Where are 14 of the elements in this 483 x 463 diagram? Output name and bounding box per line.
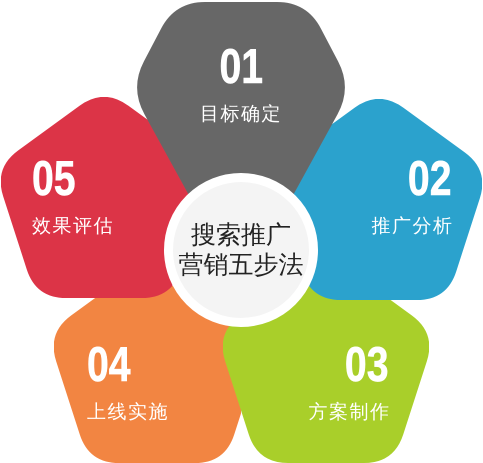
- step-number: 05: [32, 155, 76, 204]
- hub-title: 搜索推广营销五步法: [178, 220, 304, 280]
- step-number: 01: [219, 43, 263, 92]
- step-pentagon: [223, 286, 429, 463]
- step-label: 效果评估: [32, 216, 114, 239]
- step-label: 目标确定: [200, 104, 282, 127]
- step-pentagon: [137, 2, 345, 194]
- step-number: 04: [87, 341, 131, 390]
- step-label: 方案制作: [308, 402, 390, 425]
- step-number: 03: [345, 341, 389, 390]
- step-number: 02: [408, 155, 452, 204]
- step-label: 上线实施: [87, 402, 169, 425]
- step-pentagon: [54, 286, 241, 463]
- step-label: 推广分析: [372, 216, 454, 239]
